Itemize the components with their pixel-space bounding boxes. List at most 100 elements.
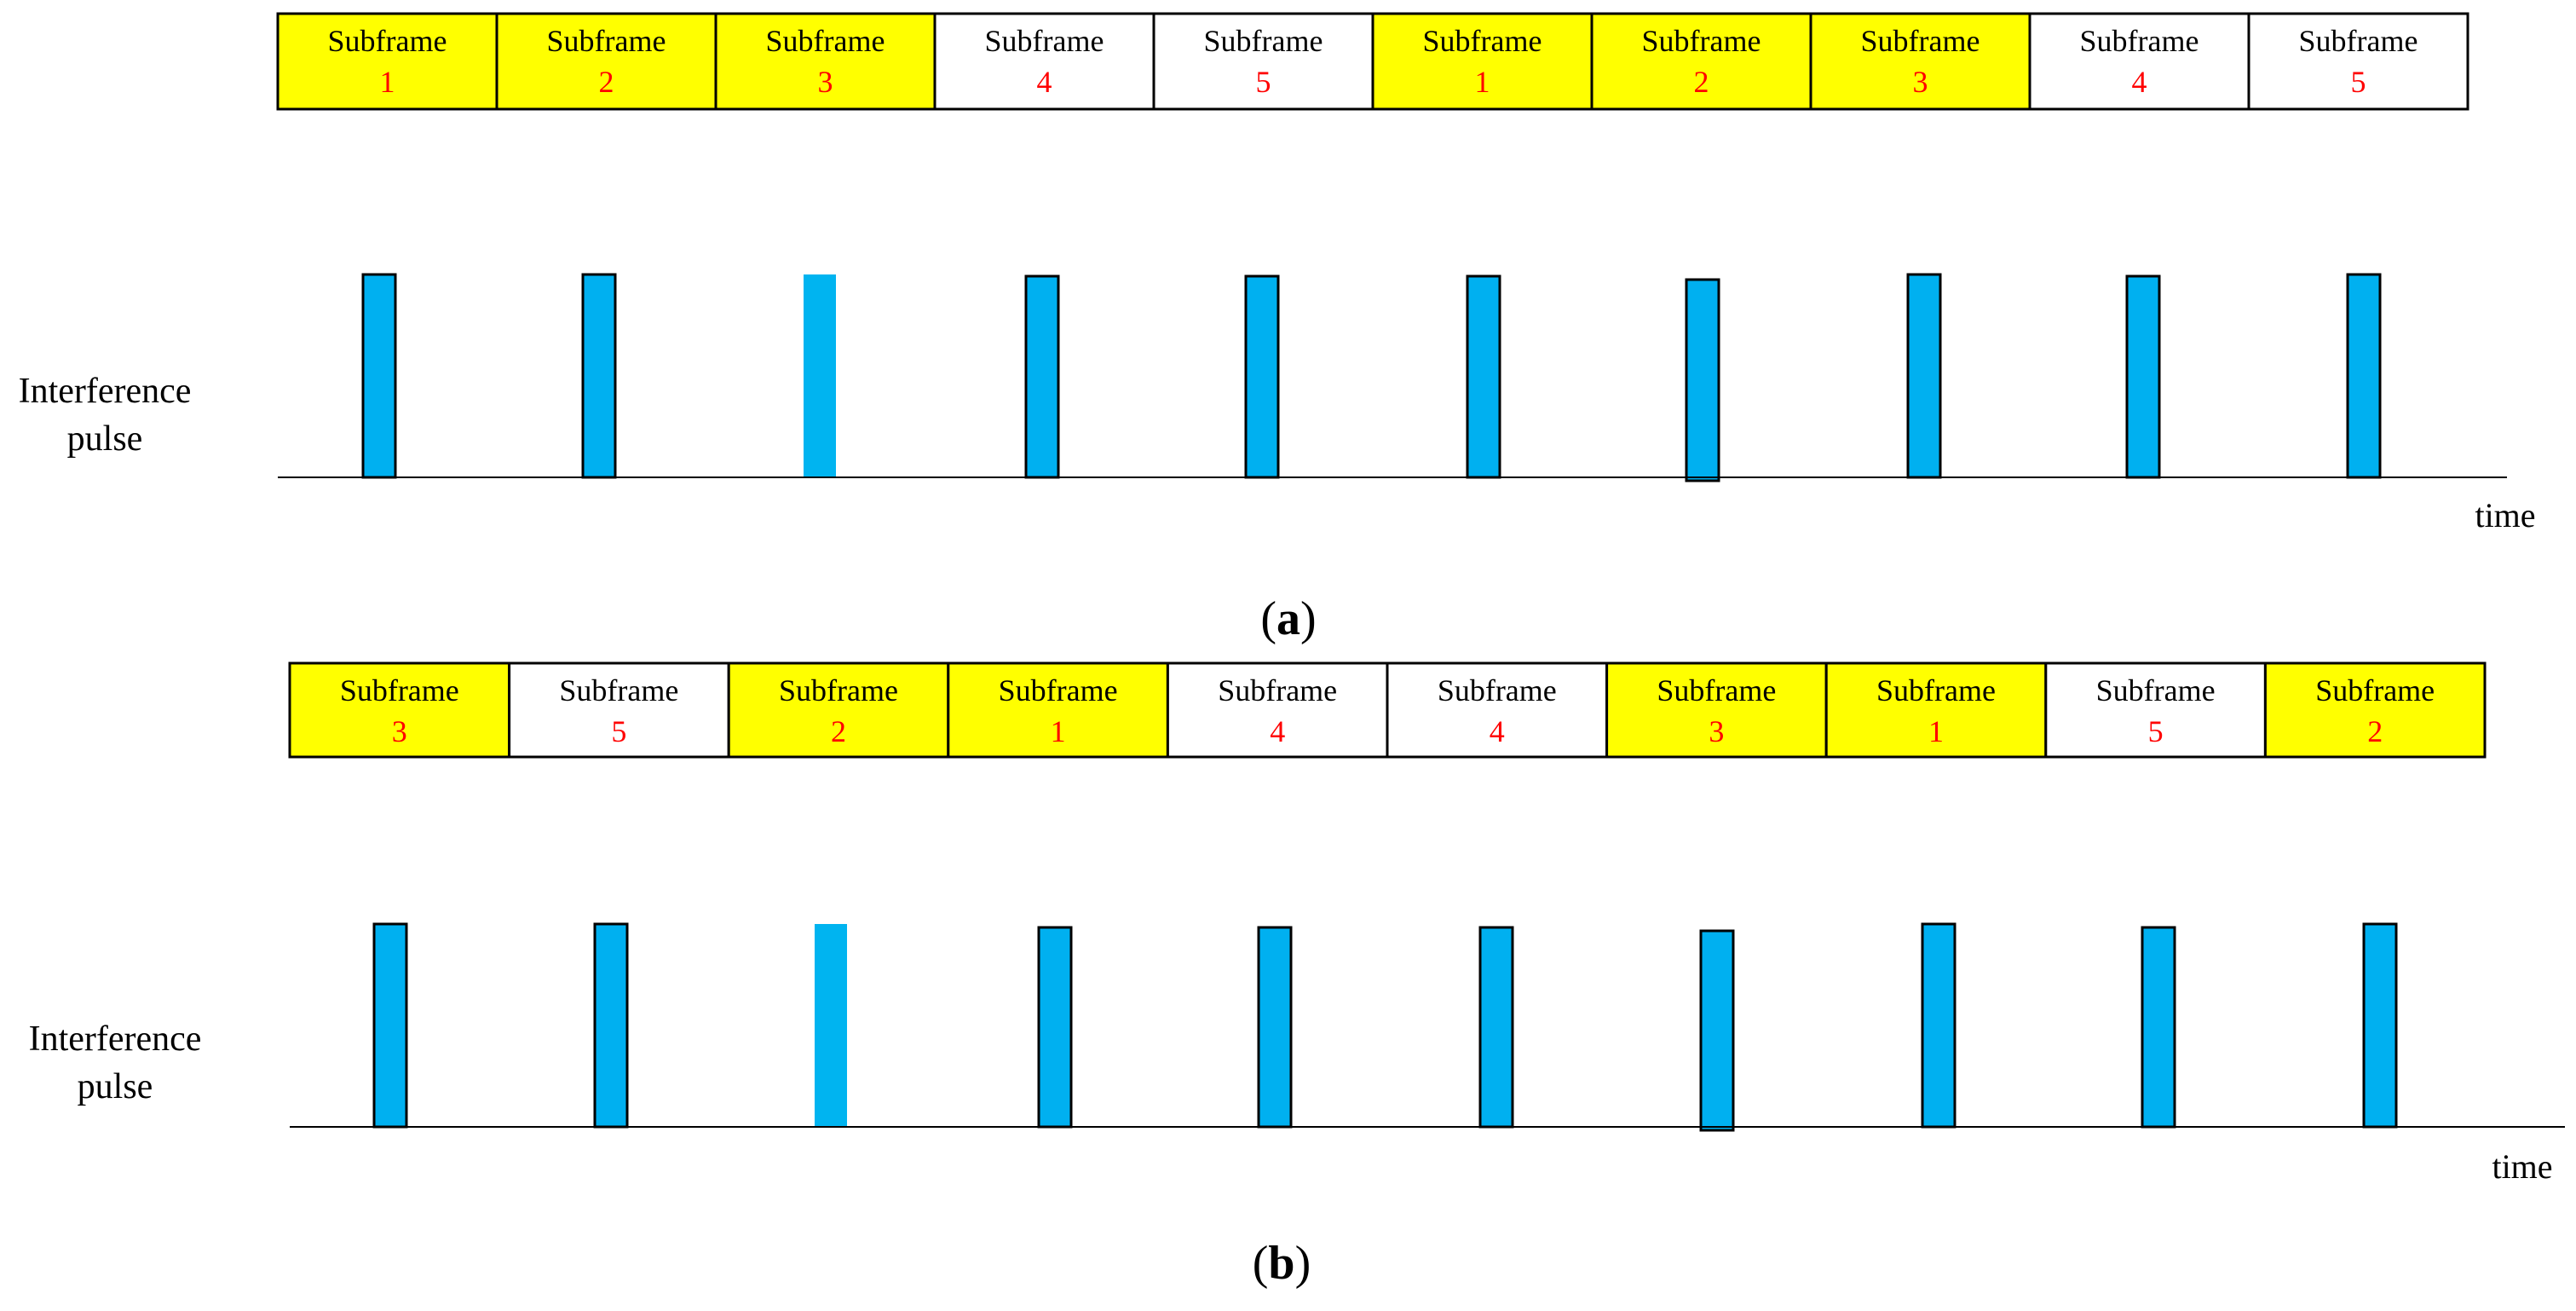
subframe-number: 1: [380, 65, 395, 99]
subframe-box: [1824, 661, 2048, 759]
panel-caption: (b): [1253, 1237, 1311, 1290]
subframe-cell: Subframe 5: [2247, 12, 2469, 111]
interference-pulse: [804, 274, 836, 477]
subframe-box: [1166, 661, 1389, 759]
time-label: time: [2475, 496, 2535, 534]
subframe-box: [714, 12, 936, 111]
subframe-word: Subframe: [779, 673, 898, 707]
subframe-box: [276, 12, 498, 111]
subframe-number: 2: [2367, 714, 2383, 748]
subframe-number: 3: [1913, 65, 1928, 99]
subframe-number: 5: [611, 714, 626, 748]
subframe-number: 5: [2351, 65, 2366, 99]
time-label: time: [2492, 1147, 2552, 1186]
y-axis-label-line1: Interference: [19, 372, 192, 411]
subframe-cell: Subframe 2: [727, 661, 950, 759]
subframe-word: Subframe: [2315, 673, 2435, 707]
subframe-number: 1: [1051, 714, 1066, 748]
subframe-box: [727, 661, 950, 759]
subframe-number: 5: [1256, 65, 1271, 99]
panel-a: Subframe1Subframe2Subframe3Subframe4Subf…: [19, 12, 2536, 645]
interference-pulse: [593, 922, 629, 1129]
interference-pulse: [1478, 926, 1514, 1129]
subframe-number: 3: [1709, 714, 1724, 748]
subframe-word: Subframe: [1876, 673, 1996, 707]
interference-pulse: [1699, 929, 1735, 1132]
subframe-box: [1371, 12, 1593, 111]
interference-pulse: [1466, 274, 1501, 479]
subframe-word: Subframe: [999, 673, 1118, 707]
subframe-number: 2: [1694, 65, 1709, 99]
y-axis-label-line2: pulse: [78, 1067, 153, 1106]
subframe-word: Subframe: [1642, 24, 1761, 58]
subframe-number: 1: [1928, 714, 1944, 748]
interference-pulse: [2362, 922, 2398, 1129]
subframe-number: 4: [1270, 714, 1285, 748]
subframe-box: [1605, 661, 1828, 759]
y-axis-label-line2: pulse: [67, 419, 143, 459]
subframe-number: 1: [1475, 65, 1490, 99]
subframe-number: 4: [1037, 65, 1052, 99]
subframe-box: [2028, 12, 2250, 111]
subframe-cell: Subframe 3: [1809, 12, 2031, 111]
subframe-cell: Subframe 4: [1166, 661, 1389, 759]
subframe-word: Subframe: [1438, 673, 1557, 707]
subframe-number: 2: [599, 65, 614, 99]
subframe-box: [495, 12, 717, 111]
interference-pulse: [1244, 274, 1280, 479]
y-axis-label-line1: Interference: [29, 1019, 202, 1059]
subframe-number: 2: [831, 714, 846, 748]
interference-pulse: [361, 273, 397, 479]
subframe-cell: Subframe 1: [276, 12, 498, 111]
panel-caption: (a): [1260, 592, 1316, 645]
interference-pulse: [2346, 273, 2382, 479]
interference-pulse: [1024, 274, 1060, 479]
interference-pulse: [1906, 273, 1942, 479]
subframe-box: [1809, 12, 2031, 111]
subframe-box: [2263, 661, 2487, 759]
subframe-word: Subframe: [1218, 673, 1337, 707]
subframe-word: Subframe: [328, 24, 447, 58]
subframe-cell: Subframe 5: [508, 661, 730, 759]
subframe-cell: Subframe 1: [1824, 661, 2048, 759]
subframe-cell: Subframe 2: [1590, 12, 1812, 111]
subframe-number: 3: [392, 714, 407, 748]
subframe-cell: Subframe 1: [947, 661, 1169, 759]
subframe-word: Subframe: [2299, 24, 2418, 58]
panel-b: Subframe3Subframe5Subframe2Subframe1Subf…: [29, 661, 2565, 1290]
interference-pulse: [2141, 926, 2176, 1129]
subframe-word: Subframe: [340, 673, 459, 707]
subframe-cell: Subframe 3: [1605, 661, 1828, 759]
interference-pulse: [815, 924, 847, 1127]
interference-pulse: [372, 922, 408, 1129]
subframe-number: 5: [2148, 714, 2164, 748]
interference-pulse: [1257, 926, 1293, 1129]
interference-pulse: [1685, 278, 1720, 482]
subframe-word: Subframe: [559, 673, 678, 707]
subframe-word: Subframe: [1861, 24, 1980, 58]
subframe-word: Subframe: [985, 24, 1104, 58]
subframe-word: Subframe: [1204, 24, 1323, 58]
subframe-cell: Subframe 2: [2263, 661, 2487, 759]
subframe-box: [2247, 12, 2469, 111]
subframe-cell: Subframe 3: [288, 661, 511, 759]
subframe-number: 3: [818, 65, 833, 99]
subframe-cell: Subframe 5: [1152, 12, 1374, 111]
interference-pulse: [1037, 926, 1073, 1129]
subframe-box: [1386, 661, 1609, 759]
subframe-word: Subframe: [1423, 24, 1542, 58]
subframe-cell: Subframe 4: [933, 12, 1155, 111]
subframe-box: [947, 661, 1169, 759]
subframe-word: Subframe: [1657, 673, 1776, 707]
subframe-box: [1590, 12, 1812, 111]
subframe-word: Subframe: [547, 24, 666, 58]
subframe-box: [2044, 661, 2267, 759]
subframe-cell: Subframe 1: [1371, 12, 1593, 111]
subframe-box: [288, 661, 511, 759]
subframe-word: Subframe: [766, 24, 885, 58]
interference-pulse: [581, 273, 617, 479]
